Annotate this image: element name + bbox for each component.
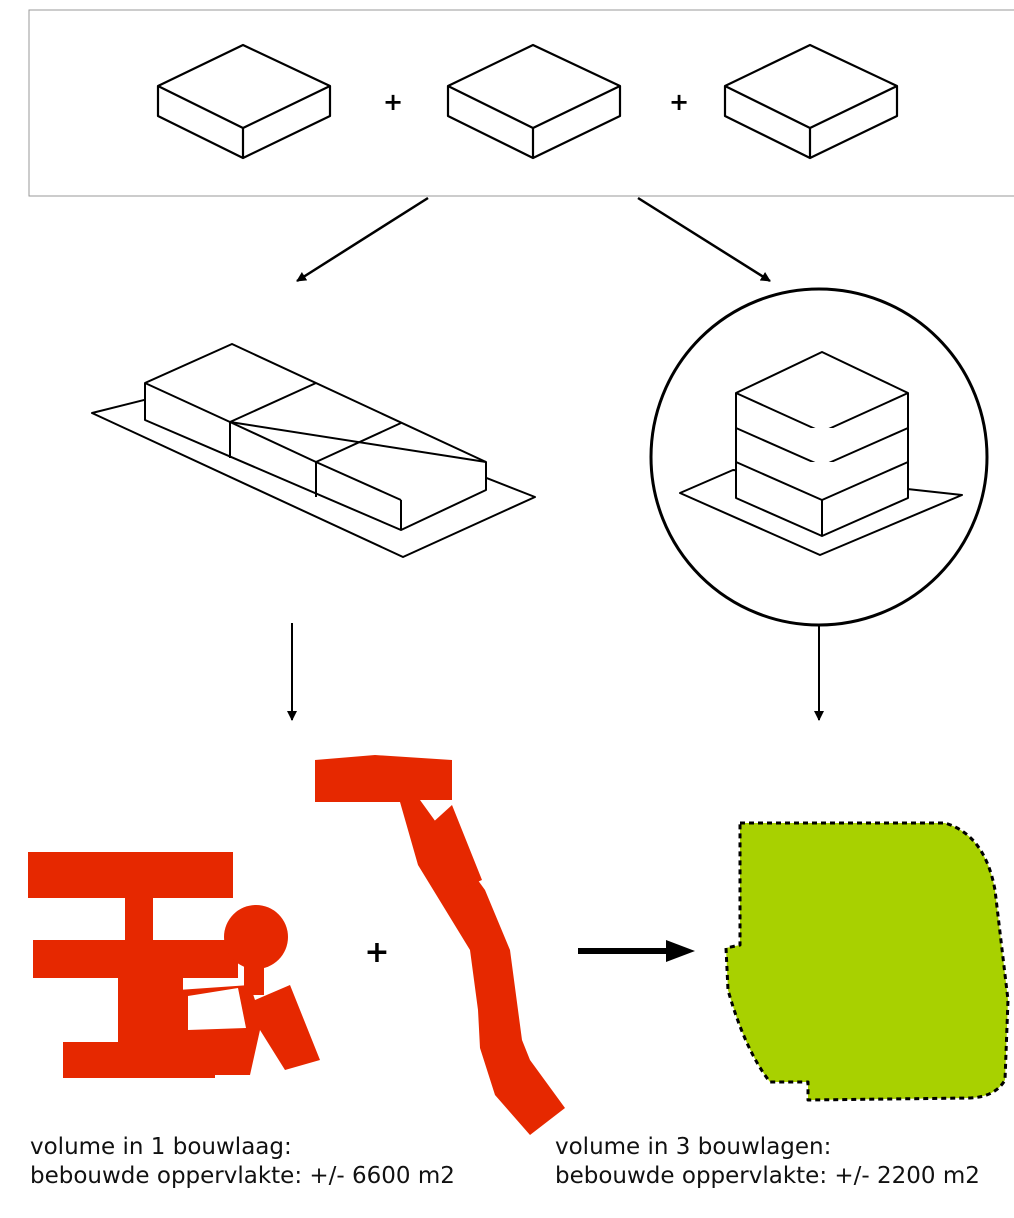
plus-operator: + (383, 88, 403, 116)
existing-building-footprint (28, 852, 320, 1078)
right-caption: volume in 3 bouwlagen: bebouwde oppervla… (555, 1133, 980, 1191)
left-caption: volume in 1 bouwlaag: bebouwde oppervlak… (30, 1133, 455, 1191)
top-frame (28, 9, 1014, 197)
arrow-icon (637, 196, 771, 283)
right-caption-line2: bebouwde oppervlakte: +/- 2200 m2 (555, 1163, 980, 1189)
arrow-icon (578, 940, 695, 962)
left-caption-line1: volume in 1 bouwlaag: (30, 1134, 292, 1160)
flat-box-icon (723, 43, 899, 160)
single-storey-volume-icon (91, 343, 536, 558)
left-caption-line2: bebouwde oppervlakte: +/- 6600 m2 (30, 1163, 455, 1189)
flat-box-icon (156, 43, 332, 160)
arrow-icon (296, 196, 429, 283)
plus-operator: + (669, 88, 689, 116)
stacked-volume-icon (649, 287, 989, 627)
plus-operator: + (364, 935, 389, 970)
proposed-footprint (724, 821, 1010, 1102)
existing-building-footprint (315, 755, 565, 1135)
right-caption-line1: volume in 3 bouwlagen: (555, 1134, 832, 1160)
flat-box-icon (446, 43, 622, 160)
